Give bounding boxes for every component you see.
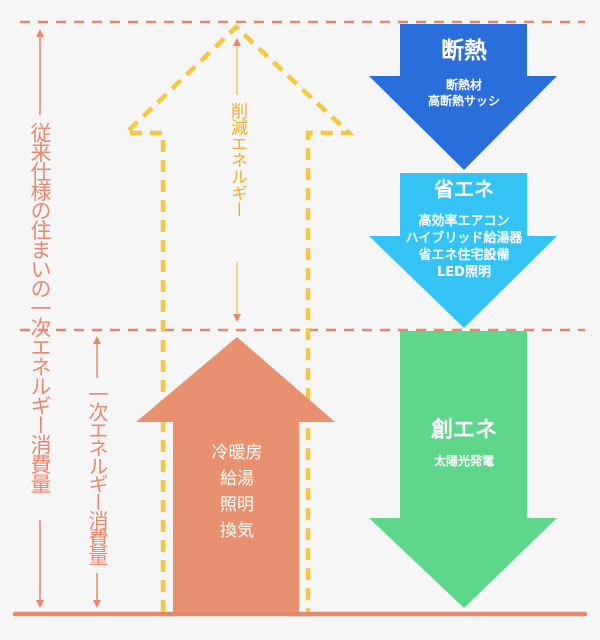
demand-line-4: 換気: [220, 521, 254, 541]
left-vertical-label: 従来仕様の住まいの一次エネルギー消費量: [28, 122, 52, 493]
energy-saving-item-4: LED照明: [437, 265, 491, 280]
creation-item-1: 太陽光発電: [434, 453, 494, 468]
energy-saving-item-2: ハイブリッド給湯器: [406, 230, 524, 246]
mid-vertical-label: 一次エネルギー消費量: [85, 384, 109, 566]
energy-saving-arrow: [369, 173, 557, 328]
energy-saving-item-3: 省エネ住宅設備: [417, 247, 509, 263]
insulation-title: 断熱: [441, 37, 487, 64]
reduce-vertical-label: 削減エネルギー: [227, 102, 248, 218]
creation-title: 創エネ: [431, 418, 497, 443]
demand-line-2: 給湯: [220, 469, 254, 489]
insulation-item-1: 断熱材: [446, 77, 482, 92]
insulation-item-2: 高断熱サッシ: [428, 93, 500, 108]
energy-saving-title: 省エネ: [433, 177, 494, 201]
energy-saving-item-1: 高効率エアコン: [418, 213, 509, 229]
demand-arrow: [136, 337, 335, 612]
insulation-arrow: [369, 24, 557, 170]
creation-arrow: [369, 331, 557, 608]
demand-line-3: 照明: [220, 495, 254, 515]
demand-line-1: 冷暖房: [212, 443, 263, 463]
dashed-original-arrow: [120, 23, 355, 612]
